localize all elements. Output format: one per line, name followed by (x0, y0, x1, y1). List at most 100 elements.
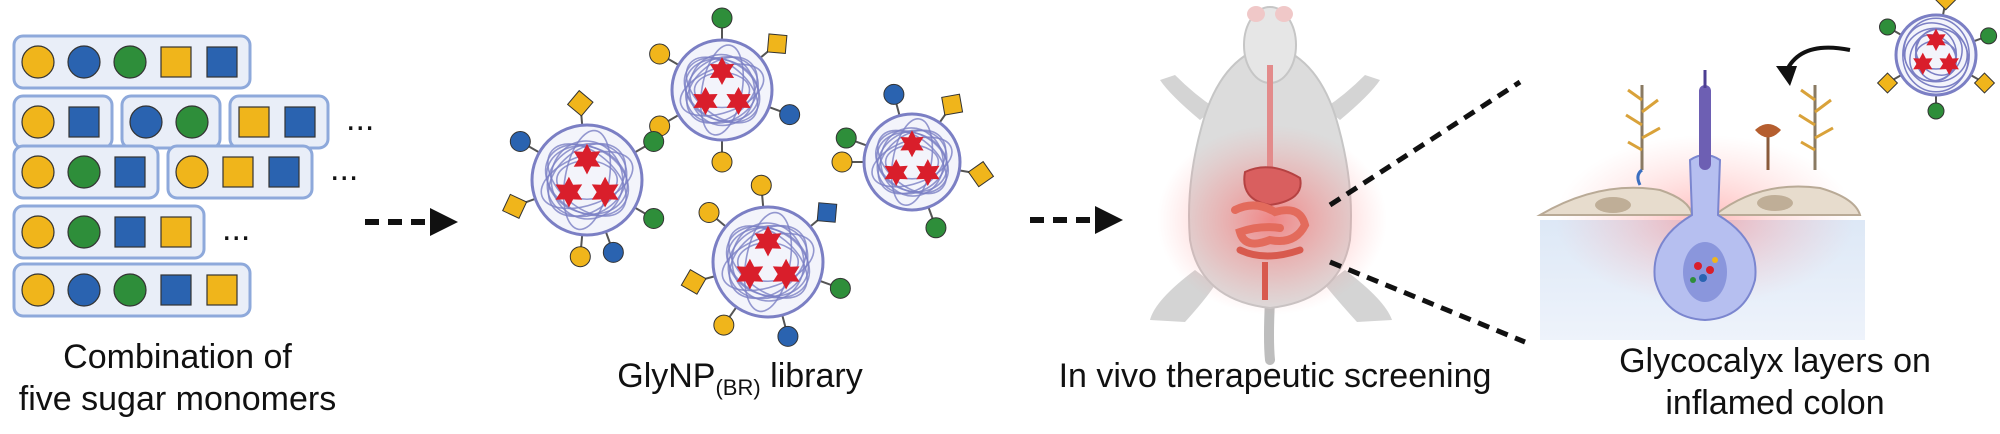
drug-star (1913, 52, 1933, 75)
drug-star (772, 258, 800, 290)
sugar-circle-g (113, 273, 147, 307)
ligand-circle (777, 325, 799, 347)
ligand-circle (835, 127, 857, 149)
ligand-square (680, 268, 707, 295)
glynp-library-panel (502, 7, 995, 347)
ligand-circle (750, 174, 772, 196)
sugar-circle-y (21, 215, 55, 249)
drug-star (1926, 28, 1946, 51)
sugar-circle-b (67, 273, 101, 307)
sugar-square-b (160, 274, 192, 306)
ligand-circle (711, 151, 733, 173)
sugar-circle-y (21, 155, 55, 189)
sugar-square-b (206, 46, 238, 78)
drug-star (726, 87, 751, 115)
ligand-circle (829, 277, 851, 299)
sugar-circle-y (21, 105, 55, 139)
ligand-circle (925, 217, 947, 239)
drug-star (736, 258, 764, 290)
ligand-circle (711, 7, 733, 29)
drug-star (754, 225, 782, 257)
sugar-circle-b (129, 105, 163, 139)
glycan-tree-right (1798, 85, 1834, 170)
drug-star (900, 130, 924, 158)
caption-glycocalyx-line-1: Glycocalyx layers on (1619, 342, 1931, 380)
drug-star (555, 176, 583, 208)
drug-star (591, 176, 619, 208)
glycan-tree-left (1625, 85, 1661, 186)
caption-screening-text: In vivo therapeutic screening (1058, 357, 1492, 395)
drug-star (916, 159, 940, 186)
glycan-nanoparticle (831, 83, 995, 239)
ligand-circle (713, 314, 735, 336)
zoom-lines (1328, 79, 1526, 345)
ligand-square (816, 202, 838, 223)
caption-glycocalyx-line-2: inflamed colon (1665, 384, 1885, 422)
ligand-circle (602, 241, 624, 263)
glycocalyx-panel (1536, 0, 1998, 340)
ligand-circle (698, 202, 720, 224)
caption-library-prefix: GlyNP (617, 357, 716, 395)
drug-star (709, 57, 735, 85)
ligand-square (941, 93, 964, 116)
sugar-circle-b (67, 45, 101, 79)
sugar-circle-g (113, 45, 147, 79)
sugar-square-y (160, 46, 192, 78)
ligand-circle (643, 208, 665, 229)
ligand-circle (649, 43, 671, 65)
sugar-square-y (206, 274, 238, 306)
monomer-group (12, 204, 206, 260)
arrow-right-2 (1030, 206, 1123, 234)
glycan-nanoparticle (649, 7, 801, 173)
sugar-square-b (68, 106, 100, 138)
ligand-circle (643, 131, 665, 152)
sugar-circle-g (67, 155, 101, 189)
caption-monomers: Combination of five sugar monomers (0, 336, 355, 420)
drug-star (573, 143, 601, 175)
monomer-combinations-panel: ......... (12, 34, 374, 318)
caption-screening: In vivo therapeutic screening (1020, 355, 1530, 397)
sugar-square-y (238, 106, 270, 138)
ligand-square (566, 89, 594, 117)
mouse-illustration (1150, 6, 1392, 365)
ligand-circle (509, 131, 531, 152)
sugar-square-y (222, 156, 254, 188)
ligand-square (502, 193, 528, 219)
ligand-circle (569, 246, 591, 268)
glycan-nanoparticle (502, 89, 665, 268)
sugar-circle-g (175, 105, 209, 139)
glycan-nanoparticle (680, 174, 851, 347)
sugar-circle-y (21, 45, 55, 79)
ligand-circle (883, 83, 905, 105)
caption-monomers-line-1: Combination of (63, 338, 292, 376)
ellipsis: ... (330, 150, 358, 188)
ellipsis: ... (222, 210, 250, 248)
ligand-square (967, 160, 995, 188)
caption-monomers-line-2: five sugar monomers (18, 380, 337, 418)
caption-glycocalyx: Glycocalyx layers on inflamed colon (1565, 340, 1985, 424)
caption-library-suffix: library (760, 357, 863, 395)
sugar-square-y (160, 216, 192, 248)
sugar-square-b (284, 106, 316, 138)
curved-arrow (1776, 45, 1851, 86)
drug-star (1939, 52, 1959, 75)
sugar-square-b (114, 156, 146, 188)
mucin-glycoprotein (1699, 70, 1711, 170)
drug-star (884, 159, 908, 186)
ligand-square (766, 33, 788, 55)
approaching-nanoparticle (1876, 0, 1998, 120)
sugar-circle-g (67, 215, 101, 249)
sugar-circle-y (175, 155, 209, 189)
sugar-square-b (114, 216, 146, 248)
ligand-circle (779, 104, 801, 126)
ellipsis: ... (346, 100, 374, 138)
ligand-circle (831, 151, 853, 173)
sugar-circle-y (21, 273, 55, 307)
arrow-right-1 (365, 208, 458, 236)
drug-star (693, 87, 718, 115)
glycan-tree-mid (1755, 124, 1781, 170)
caption-library-subscript: (BR) (715, 375, 761, 400)
caption-library: GlyNP(BR) library (590, 355, 890, 409)
sugar-square-b (268, 156, 300, 188)
